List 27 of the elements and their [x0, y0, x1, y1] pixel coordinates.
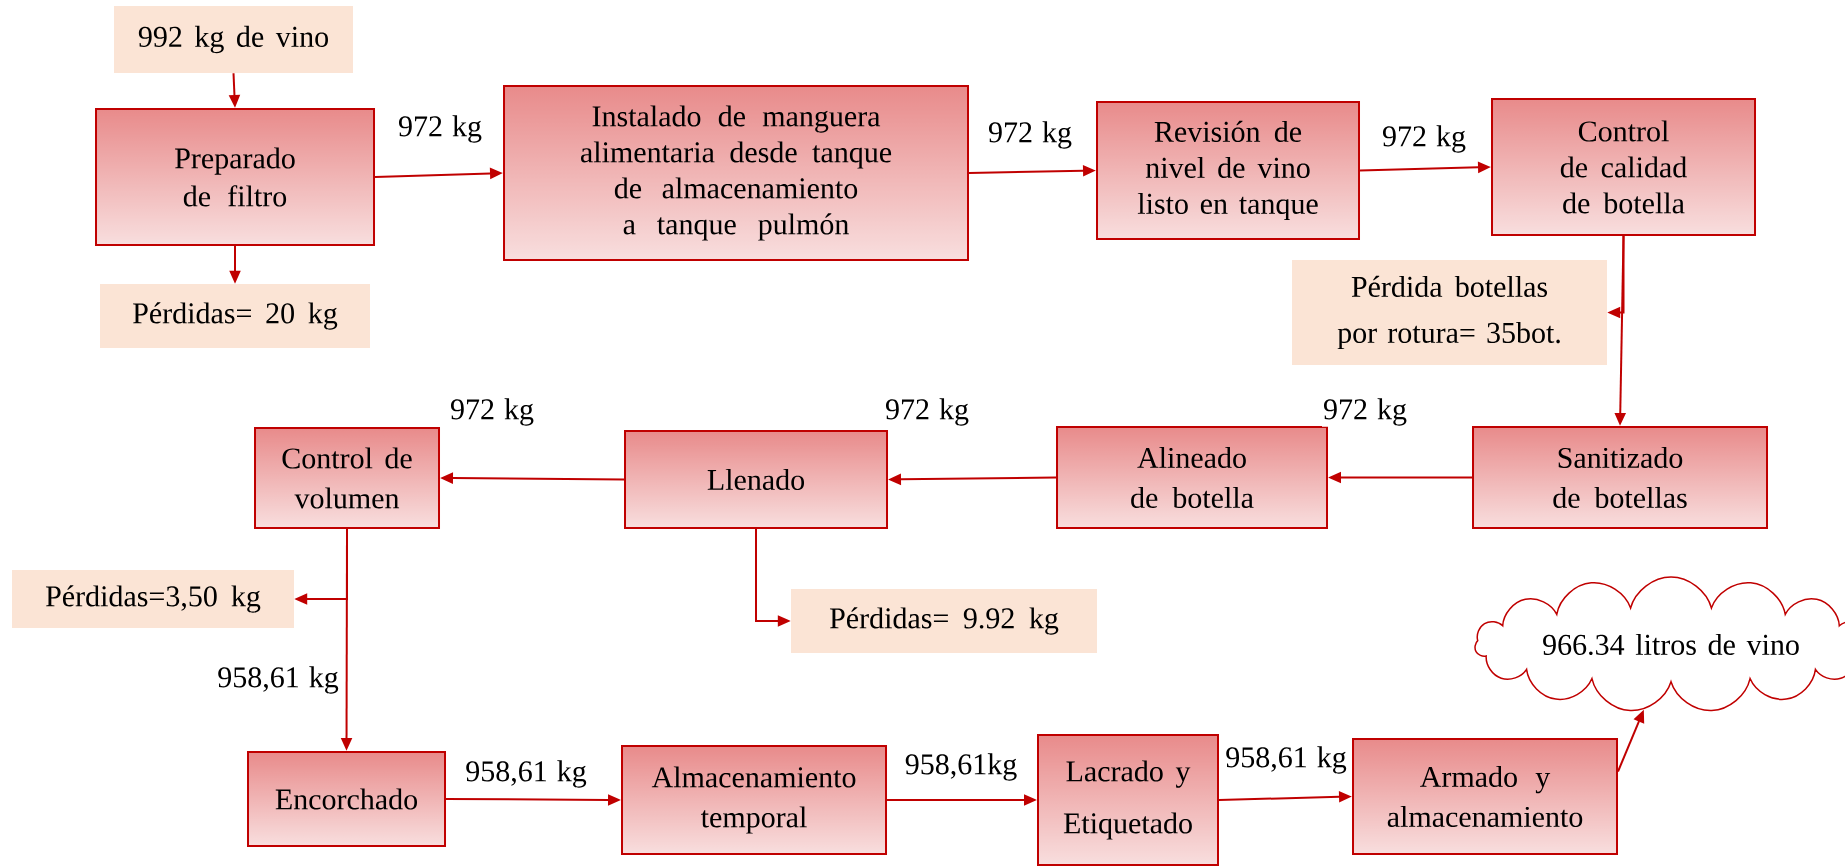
process-box: Almacenamiento temporal: [621, 745, 887, 855]
edge-label: 958,61 kg: [464, 759, 588, 789]
process-box: Instalado de manguera alimentaria desde tanque de almacenamiento a tanque pulmón: [503, 85, 969, 261]
process-box: Revisión de nivel de vino listo en tanque: [1096, 101, 1360, 240]
loss-box: Pérdidas= 20 kg: [100, 284, 370, 348]
loss-box: Pérdidas= 9.92 kg: [791, 589, 1097, 653]
process-box: Lacrado y Etiquetado: [1037, 734, 1219, 866]
edge-label: 958,61 kg: [1224, 745, 1348, 775]
edge-label: 972 kg: [987, 120, 1073, 150]
edge-label: 972 kg: [1322, 397, 1408, 427]
loss-box: Pérdidas=3,50 kg: [12, 570, 294, 628]
process-box: Encorchado: [247, 751, 446, 847]
process-box: Sanitizado de botellas: [1472, 426, 1768, 529]
process-box: Control de volumen: [254, 427, 440, 529]
process-box: Armado y almacenamiento: [1352, 738, 1618, 855]
loss-box: Pérdida botellas por rotura= 35bot.: [1292, 260, 1607, 365]
process-box: Preparado de filtro: [95, 108, 375, 246]
process-box: Control de calidad de botella: [1491, 98, 1756, 236]
edge-label: 958,61kg: [903, 752, 1019, 782]
edge-label: 972 kg: [1381, 124, 1467, 154]
edge-label: 972 kg: [397, 114, 483, 144]
input-box: 992 kg de vino: [114, 6, 353, 73]
process-box: Alineado de botella: [1056, 426, 1328, 529]
edge-label: 972 kg: [884, 397, 970, 427]
edge-label: 972 kg: [449, 397, 535, 427]
process-box: Llenado: [624, 430, 888, 529]
edge-label: 958,61 kg: [216, 665, 340, 695]
